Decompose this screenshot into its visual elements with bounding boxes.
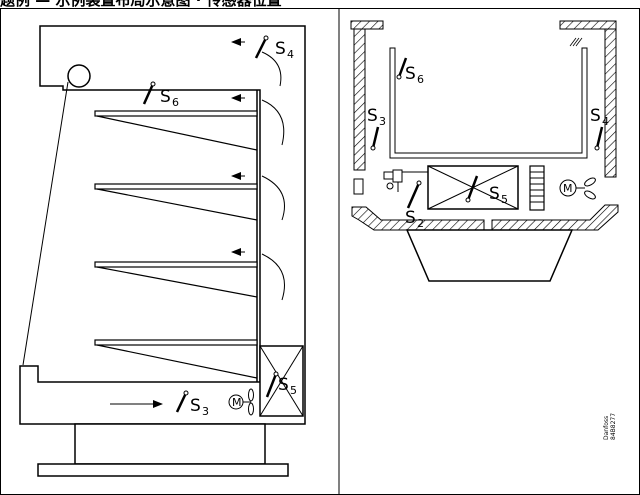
fan-motor-icon: M [228, 388, 254, 416]
right-wall [604, 28, 617, 178]
sensor-probe-s3 [175, 392, 188, 413]
section-probe-s3 [371, 126, 380, 149]
section-probe-s6 [397, 57, 408, 78]
cabinet-stand [37, 423, 289, 477]
figure-credit: Danfoss 84B8277 [603, 412, 617, 440]
sensor-subscript-s5: 5 [290, 384, 297, 397]
top-cap-left [350, 20, 384, 30]
sensor-probe-s4 [254, 37, 268, 59]
section-label-s5: S [489, 184, 500, 204]
evaporator-box [259, 345, 304, 417]
shelf-1 [94, 110, 258, 151]
small-block [353, 178, 364, 195]
sensor-subscript-s3: 3 [202, 405, 209, 418]
section-probe-s5 [466, 175, 479, 201]
section-subscript-s3: 3 [379, 115, 386, 128]
sensor-subscript-s6: 6 [172, 96, 179, 109]
inner-liner [389, 47, 588, 159]
section-probe-s4 [595, 126, 604, 149]
section-fan-motor-icon: M [559, 177, 596, 200]
left-wall [353, 28, 366, 171]
section-label-s2: S [405, 208, 416, 228]
shelf-2 [94, 183, 258, 221]
curtain-line [22, 81, 69, 366]
sensor-label-s6: S [160, 87, 171, 107]
sensor-label-s3: S [190, 396, 201, 416]
shelf-3 [94, 261, 258, 298]
section-probe-s2 [406, 182, 421, 209]
sensor-probe-s6 [142, 83, 155, 105]
section-grille [529, 165, 545, 211]
section-view: M S 6 S 3 S 4 S 2 S 5 [350, 20, 619, 282]
section-subscript-s5: 5 [501, 193, 508, 206]
expansion-valve-icon [383, 169, 428, 192]
sensor-label-s5: S [278, 375, 289, 395]
header-banner: 题例 — 示例装置布局示意图 · 传感器位置 [0, 0, 640, 8]
svg-text:M: M [232, 396, 242, 409]
side-view: M S 4 S 6 S 3 S 5 [19, 25, 306, 477]
sensor-probe-s5 [265, 373, 278, 398]
top-cap-right [559, 20, 617, 30]
section-label-s3: S [367, 106, 378, 126]
cabinet-outline [19, 25, 306, 425]
section-base [405, 229, 574, 282]
section-label-s4: S [590, 106, 601, 126]
section-label-s6: S [405, 64, 416, 84]
corner-mark [569, 37, 583, 47]
shelf-4 [94, 339, 258, 379]
airflow-arrows [110, 38, 285, 408]
sensor-label-s4: S [275, 39, 286, 59]
section-subscript-s4: 4 [602, 115, 609, 128]
section-subscript-s2: 2 [417, 217, 424, 230]
section-subscript-s6: 6 [417, 73, 424, 86]
sensor-subscript-s4: 4 [287, 48, 294, 61]
roller [67, 64, 91, 88]
svg-text:M: M [563, 182, 573, 195]
